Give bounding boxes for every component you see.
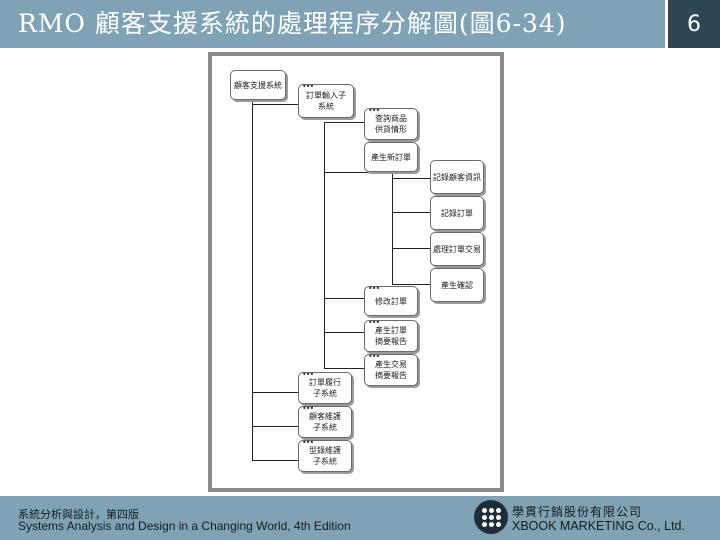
node-label: 顧客維護 子系統 xyxy=(309,412,341,432)
book-title-en: Systems Analysis and Design in a Changin… xyxy=(18,519,351,533)
connector-line xyxy=(324,368,368,369)
node-order-summary-report: ••• 產生訂單 摘要報告 xyxy=(364,318,418,352)
subprocess-marker-icon: ••• xyxy=(368,352,380,361)
subprocess-marker-icon: ••• xyxy=(302,438,314,447)
subprocess-marker-icon: ••• xyxy=(368,106,380,115)
connector-line xyxy=(324,172,368,173)
connector-line xyxy=(252,104,302,105)
node-catalog-maintenance-subsystem: ••• 型錄維護 子系統 xyxy=(298,438,352,472)
subprocess-marker-icon: ••• xyxy=(302,82,314,91)
node-label: 產生訂單 摘要報告 xyxy=(375,326,407,346)
subprocess-marker-icon: ••• xyxy=(368,318,380,327)
node-label: 型錄維護 子系統 xyxy=(309,446,341,466)
node-label: 訂單履行 子系統 xyxy=(309,378,341,398)
node-label: 查詢商品 供貨情形 xyxy=(375,114,407,134)
node-label: 記錄顧客資訊 xyxy=(433,172,481,182)
diagram-frame: 顧客支援系統 ••• 訂單輸入子 系統 ••• 查詢商品 供貨情形 產生新訂單 … xyxy=(208,52,504,492)
book-title-zh: 系統分析與設計，第四版 xyxy=(18,508,139,521)
subprocess-marker-icon: ••• xyxy=(302,370,314,379)
node-customer-support-system: 顧客支援系統 xyxy=(230,70,286,100)
node-order-entry-subsystem: ••• 訂單輸入子 系統 xyxy=(298,82,354,118)
node-update-order: ••• 修改訂單 xyxy=(364,284,418,316)
node-record-order: 記錄訂單 xyxy=(430,196,484,230)
decomposition-diagram: 顧客支援系統 ••• 訂單輸入子 系統 ••• 查詢商品 供貨情形 產生新訂單 … xyxy=(212,56,500,488)
title-bar: RMO 顧客支援系統的處理程序分解圖(圖6-34) xyxy=(0,0,665,48)
connector-line xyxy=(324,298,368,299)
node-label: 產生交易 摘要報告 xyxy=(375,360,407,380)
subprocess-marker-icon: ••• xyxy=(302,404,314,413)
company-name-zh: 學貫行銷股份有限公司 xyxy=(512,505,643,519)
node-query-item-availability: ••• 查詢商品 供貨情形 xyxy=(364,106,418,140)
connector-line xyxy=(252,426,302,427)
node-transaction-summary-report: ••• 產生交易 摘要報告 xyxy=(364,352,418,386)
footer-bar xyxy=(0,496,720,540)
node-label: 記錄訂單 xyxy=(441,208,473,218)
connector-line xyxy=(324,122,368,123)
node-label: 產生新訂單 xyxy=(371,152,411,162)
connector-line xyxy=(392,178,434,179)
connector-line xyxy=(252,392,302,393)
node-create-confirmation: 產生確認 xyxy=(430,268,484,302)
node-label: 處理訂單交易 xyxy=(433,244,481,254)
node-label: 訂單輸入子 系統 xyxy=(306,91,346,111)
connector-line xyxy=(392,212,434,213)
node-label: 顧客支援系統 xyxy=(234,80,282,90)
connector-line xyxy=(324,122,325,368)
node-customer-maintenance-subsystem: ••• 顧客維護 子系統 xyxy=(298,404,352,438)
node-order-fulfillment-subsystem: ••• 訂單履行 子系統 xyxy=(298,370,352,404)
node-record-customer-info: 記錄顧客資訊 xyxy=(430,160,484,194)
company-name-en: XBOOK MARKETING Co., Ltd. xyxy=(512,519,685,533)
connector-line xyxy=(392,248,434,249)
connector-line xyxy=(392,284,434,285)
page-number: 6 xyxy=(668,0,720,48)
connector-line xyxy=(252,90,253,460)
slide-title: RMO 顧客支援系統的處理程序分解圖(圖6-34) xyxy=(18,9,567,38)
node-label: 產生確認 xyxy=(441,280,473,290)
connector-line xyxy=(252,460,302,461)
company-logo-icon xyxy=(474,500,508,534)
connector-line xyxy=(392,170,393,284)
node-process-order-transaction: 處理訂單交易 xyxy=(430,232,484,266)
connector-line xyxy=(324,332,368,333)
subprocess-marker-icon: ••• xyxy=(368,284,380,293)
node-label: 修改訂單 xyxy=(375,296,407,306)
node-create-new-order: 產生新訂單 xyxy=(364,142,418,172)
